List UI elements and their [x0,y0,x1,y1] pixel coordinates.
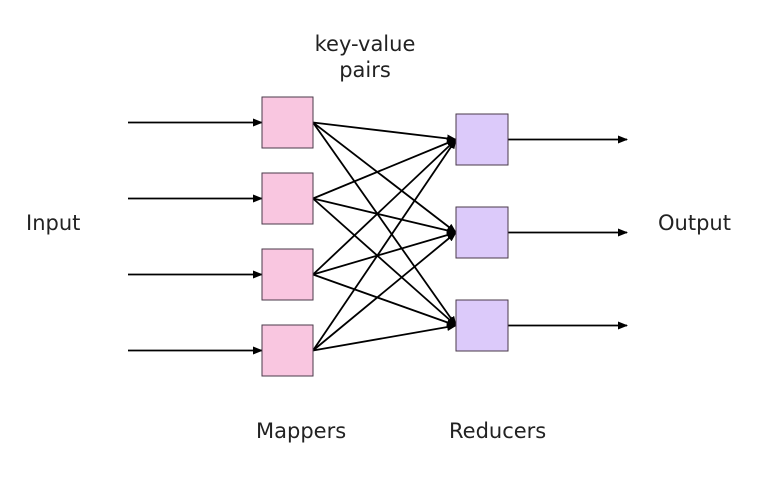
shuffle-arrow-m1-r3 [312,121,457,327]
reducer-box [455,206,509,259]
key-value-pairs-label: key-value pairs [314,32,416,82]
shuffle-arrow-m1-r2 [312,121,457,234]
reducer-box [455,299,509,352]
mapper-box [261,96,314,149]
shuffle-arrow-m4-r3 [312,323,457,352]
shuffle-arrow-m2-r3 [312,197,457,327]
output-label: Output [658,211,731,235]
shuffle-arrow-m1-r1 [312,121,457,143]
input-label: Input [26,211,81,235]
shuffle-arrow-m3-r3 [312,273,457,327]
mapper-box [261,172,314,225]
shuffle-arrow-m2-r1 [312,138,457,200]
shuffle-arrow-m3-r1 [312,138,457,276]
mappers-label: Mappers [256,419,347,443]
shuffle-arrow-m4-r2 [312,231,457,352]
reducer-box [455,113,509,166]
shuffle-arrow-m4-r1 [312,138,457,352]
shuffle-arrow-m2-r2 [312,197,457,235]
mapper-box [261,248,314,301]
mapper-box [261,324,314,377]
reducers-label: Reducers [449,419,547,443]
shuffle-arrow-m3-r2 [312,231,457,276]
